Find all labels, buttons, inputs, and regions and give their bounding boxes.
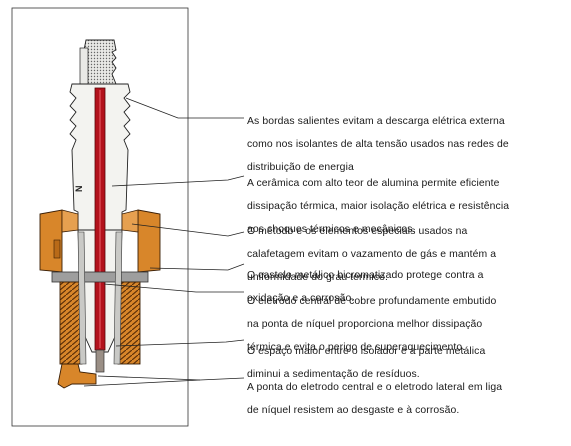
central-electrode bbox=[94, 87, 106, 373]
callout-metal-shell: O castelo metálico bicromatizado protege… bbox=[247, 269, 484, 304]
metal-shell bbox=[39, 209, 161, 389]
callout-copper-electrode: O eletrodo central de cobre profundament… bbox=[247, 295, 497, 353]
callout-ceramic: A cerâmica com alto teor de alumina perm… bbox=[247, 177, 510, 235]
leader-line-5 bbox=[103, 283, 244, 293]
leader-line-2 bbox=[111, 175, 245, 187]
leader-line-7a bbox=[97, 375, 245, 381]
insulator-mark: N bbox=[74, 186, 84, 193]
leader-line-3 bbox=[131, 223, 245, 237]
leader-line-6 bbox=[115, 339, 245, 347]
leader-line-7b bbox=[83, 379, 201, 387]
illustration-frame bbox=[11, 7, 189, 427]
callout-gap: O espaço maior entre o isolador e a part… bbox=[247, 345, 486, 380]
callout-sealing: O método e os elementos especiais usados… bbox=[247, 225, 497, 283]
callout-borders: As bordas salientes evitam a descarga el… bbox=[247, 115, 509, 173]
terminal-nut bbox=[79, 39, 117, 85]
callout-electrode-tip: A ponta do eletrodo central e o eletrodo… bbox=[247, 381, 503, 416]
leader-lines bbox=[83, 97, 245, 387]
leader-line-4 bbox=[149, 263, 245, 271]
leader-line-1 bbox=[125, 97, 244, 119]
